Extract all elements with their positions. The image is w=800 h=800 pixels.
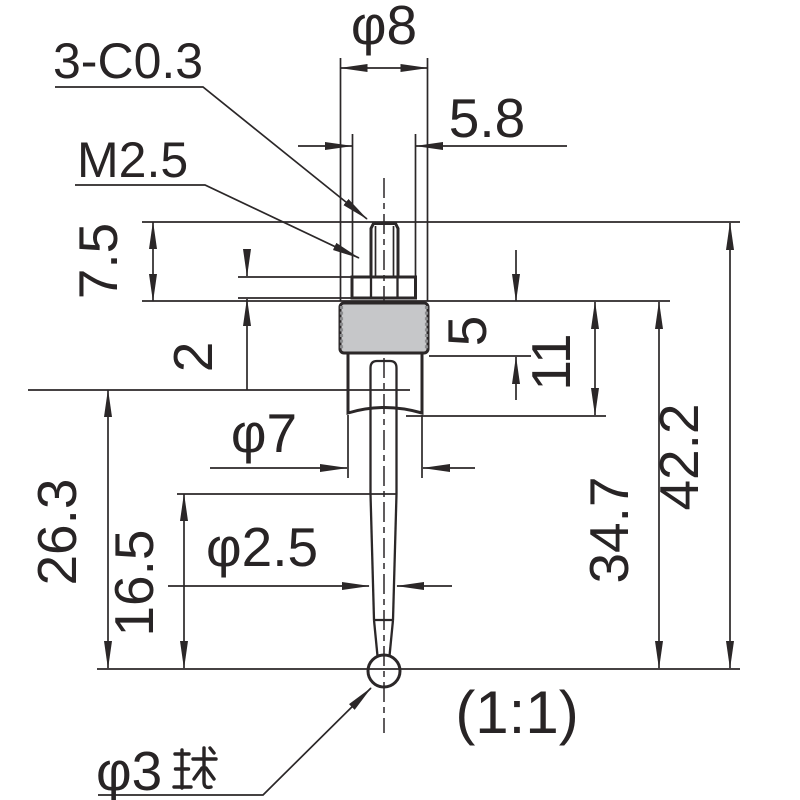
dim-text-11: 11	[520, 333, 582, 390]
dim-text-2: 2	[162, 342, 224, 373]
dim-text-34-7: 34.7	[578, 476, 640, 583]
part-outline	[338, 178, 430, 733]
dim-text-16-5: 16.5	[103, 529, 165, 636]
neck-taper-left	[372, 619, 379, 657]
neck-taper-right	[388, 619, 395, 657]
dim-text-5-8: 5.8	[449, 87, 525, 149]
dimension-texts: φ8 5.8 3-C0.3 M2.5 7.5 2 5 11 φ7 φ2.5 26…	[26, 0, 710, 800]
dim-text-5: 5	[436, 316, 498, 347]
stem-taper-right	[391, 493, 398, 621]
knurled-collar	[338, 301, 430, 355]
dim-text-phi2-5: φ2.5	[206, 516, 318, 578]
scale-note: (1:1)	[455, 679, 578, 746]
dim-text-7-5: 7.5	[67, 223, 129, 299]
dim-text-42-2: 42.2	[648, 403, 710, 510]
label-ball-prefix: φ3	[96, 740, 162, 800]
stem-taper-left	[369, 493, 376, 621]
dimension-lines	[28, 58, 740, 796]
hex-nut	[350, 275, 417, 300]
dim-text-26-3: 26.3	[26, 478, 88, 585]
label-thread: M2.5	[77, 132, 188, 188]
leader-thread	[75, 184, 360, 259]
stem-holder	[346, 353, 424, 416]
threaded-stud	[369, 222, 400, 277]
stem-upper	[369, 359, 398, 494]
dim-text-phi7: φ7	[231, 402, 297, 464]
dim-text-phi8: φ8	[351, 0, 417, 56]
leader-ball	[98, 687, 372, 796]
label-chamfer: 3-C0.3	[53, 33, 203, 89]
label-ball-kanji-glyph	[172, 746, 218, 790]
ball-tip	[366, 653, 402, 689]
leader-chamfer	[55, 86, 368, 220]
